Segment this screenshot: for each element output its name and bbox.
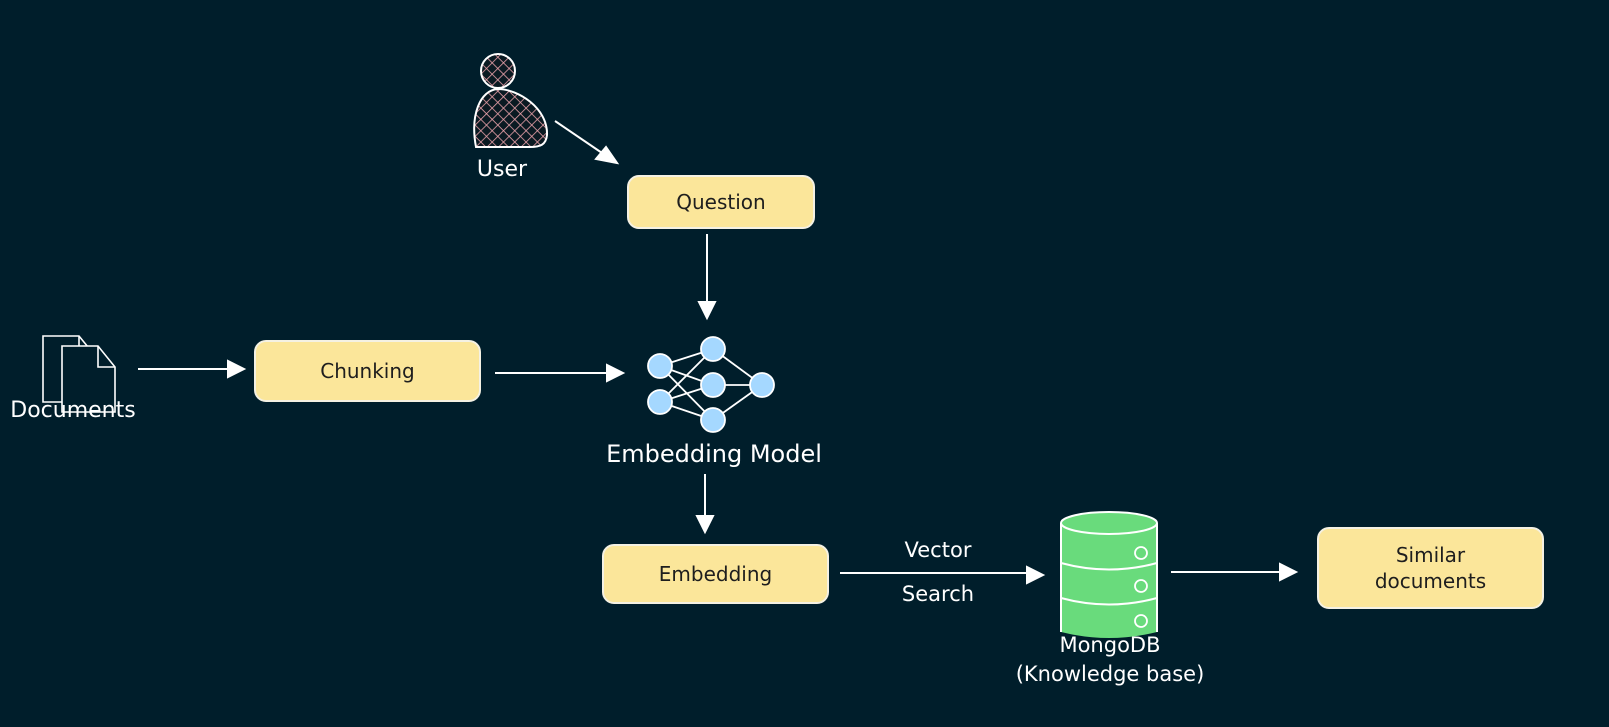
mongodb-label-line1: MongoDB — [1059, 633, 1161, 657]
arrow-chunking-to-model — [495, 363, 626, 383]
similar-documents-box[interactable]: Similar documents — [1317, 527, 1544, 609]
arrow-question-to-model — [697, 234, 717, 321]
documents-icon — [42, 335, 116, 413]
nn-node — [700, 372, 726, 398]
question-box[interactable]: Question — [627, 175, 815, 229]
arrow-embedding-to-mongodb — [840, 565, 1046, 585]
nn-node — [647, 353, 673, 379]
user-label: User — [476, 157, 528, 182]
nn-node — [700, 336, 726, 362]
arrow-documents-to-chunking — [138, 359, 247, 379]
documents-label: Documents — [10, 398, 136, 423]
arrow-model-to-embedding — [695, 474, 715, 535]
nn-node — [647, 389, 673, 415]
nn-node — [749, 372, 775, 398]
chunking-box[interactable]: Chunking — [254, 340, 481, 402]
embedding-label: Embedding — [658, 562, 773, 586]
database-icon — [1060, 511, 1158, 638]
chunking-label: Chunking — [320, 359, 415, 383]
arrow-user-to-question — [554, 120, 620, 165]
question-label: Question — [676, 190, 766, 214]
arrow-mongodb-to-similar — [1171, 562, 1299, 582]
person-icon — [473, 53, 549, 148]
similar-documents-label-line1: Similar — [1395, 543, 1466, 567]
embedding-model-label: Embedding Model — [606, 440, 822, 468]
embedding-box[interactable]: Embedding — [602, 544, 829, 604]
mongodb-label-line2: (Knowledge base) — [1015, 662, 1205, 686]
nn-node — [700, 407, 726, 433]
neural-network-icon — [647, 336, 775, 433]
similar-documents-label-line2: documents — [1374, 569, 1487, 593]
vector-search-label-line1: Vector — [904, 538, 972, 562]
vector-search-label-line2: Search — [901, 582, 975, 606]
